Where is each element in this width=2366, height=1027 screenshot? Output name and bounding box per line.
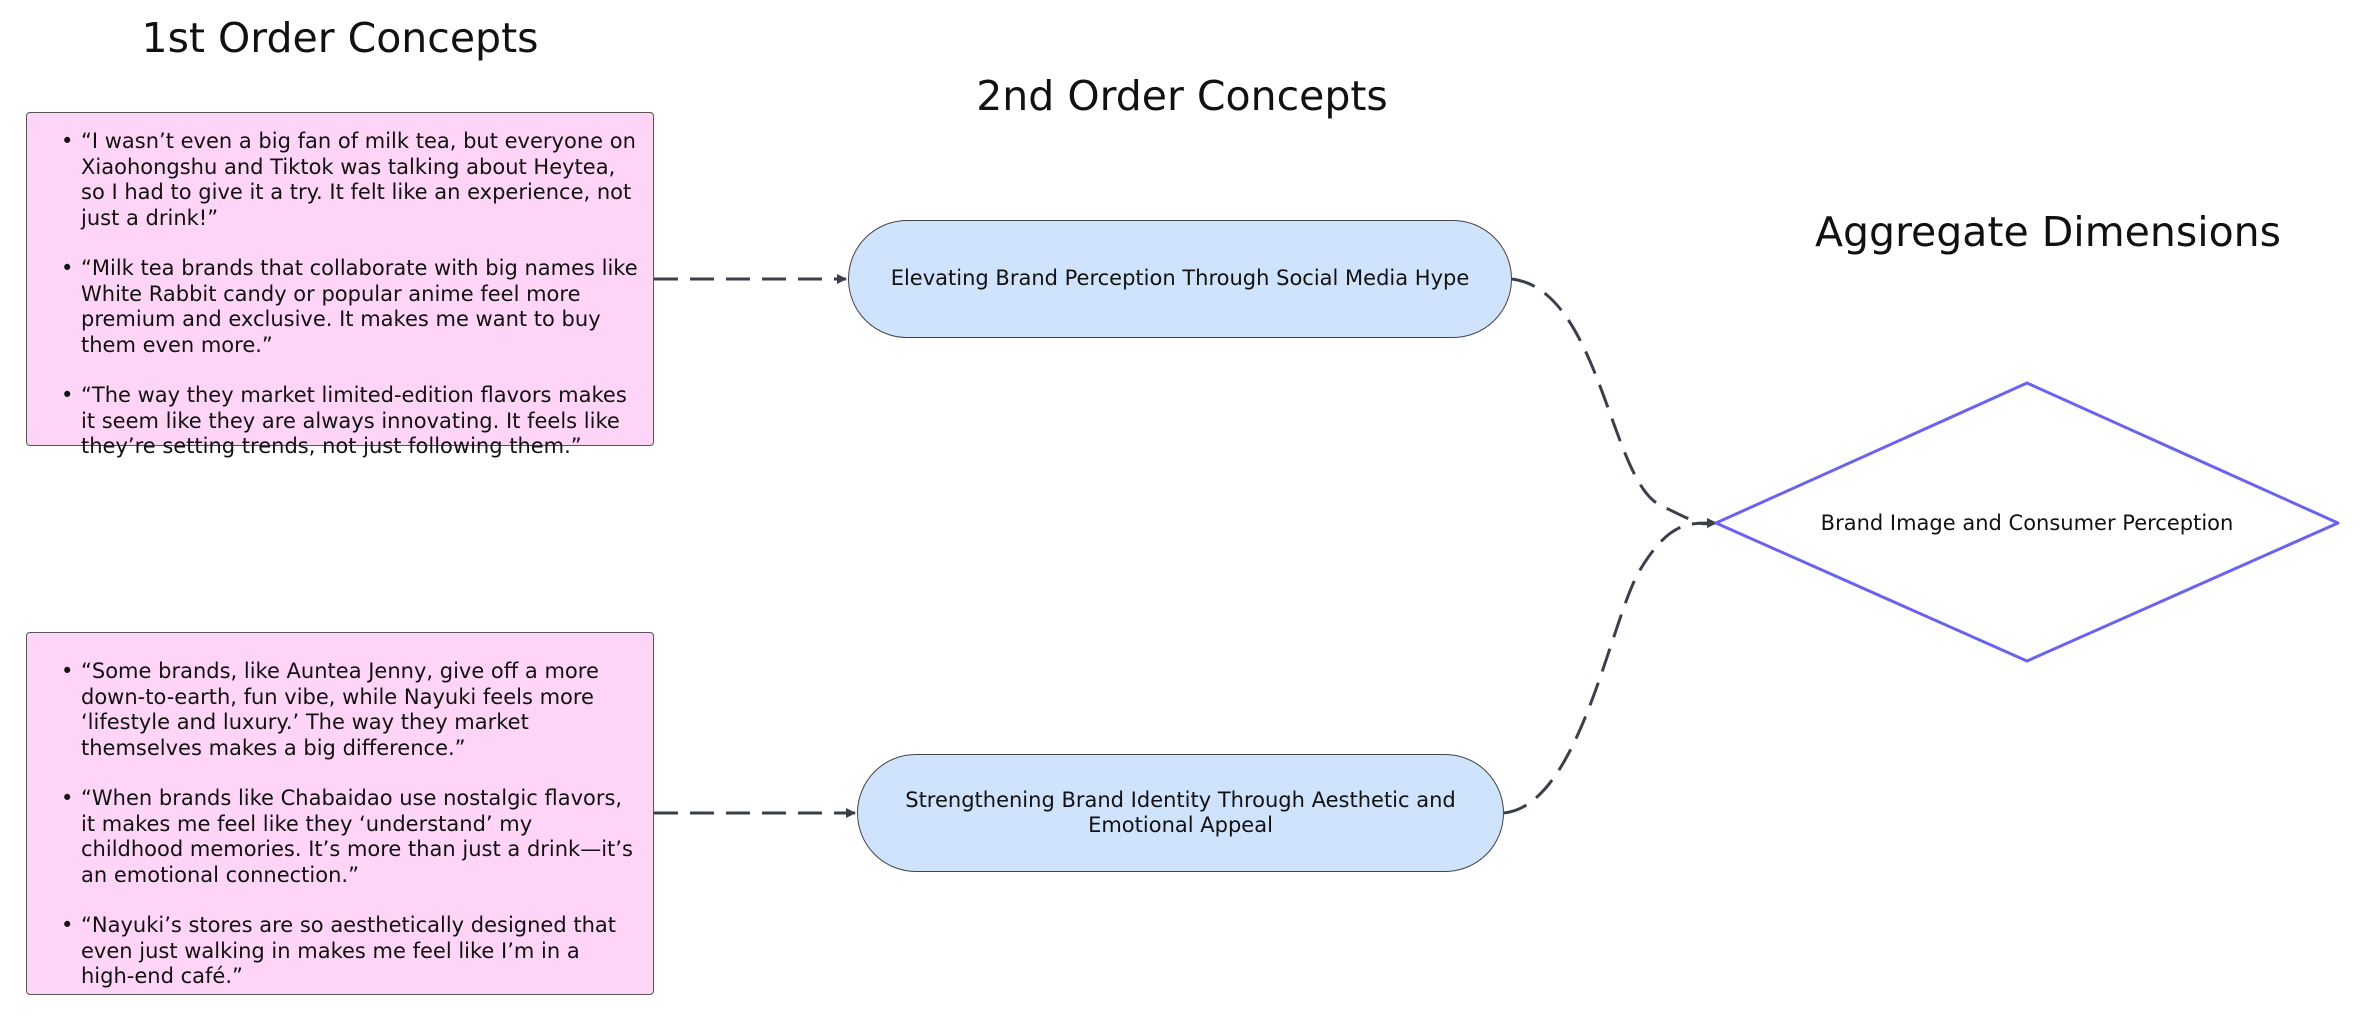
quote-item: “When brands like Chabaidao use nostalgi… <box>61 786 639 888</box>
quote-list: “I wasn’t even a big fan of milk tea, bu… <box>47 127 639 460</box>
aggregate-dimension-label: Brand Image and Consumer Perception <box>1820 511 2234 535</box>
first-order-heading: 1st Order Concepts <box>141 14 539 62</box>
first-order-quote-box: “I wasn’t even a big fan of milk tea, bu… <box>26 112 654 458</box>
connector-concept1-to-dimension <box>1511 277 1717 529</box>
quote-item: “The way they market limited-edition fla… <box>61 383 639 460</box>
quote-item: “I wasn’t even a big fan of milk tea, bu… <box>61 129 639 231</box>
quote-item: “Nayuki’s stores are so aesthetically de… <box>61 913 639 990</box>
second-order-heading: 2nd Order Concepts <box>976 72 1388 120</box>
aggregate-heading: Aggregate Dimensions <box>1814 208 2282 256</box>
quote-list: “Some brands, like Auntea Jenny, give of… <box>47 647 639 990</box>
aggregate-dimension-diamond <box>1714 381 2340 663</box>
second-order-concept-node: Strengthening Brand Identity Through Aes… <box>857 754 1504 872</box>
quote-item: “Milk tea brands that collaborate with b… <box>61 256 639 358</box>
first-order-quote-box: “Some brands, like Auntea Jenny, give of… <box>26 632 654 995</box>
connector-concept2-to-dimension <box>1503 517 1717 815</box>
second-order-concept-node: Elevating Brand Perception Through Socia… <box>848 220 1512 338</box>
quote-item: “Some brands, like Auntea Jenny, give of… <box>61 659 639 761</box>
